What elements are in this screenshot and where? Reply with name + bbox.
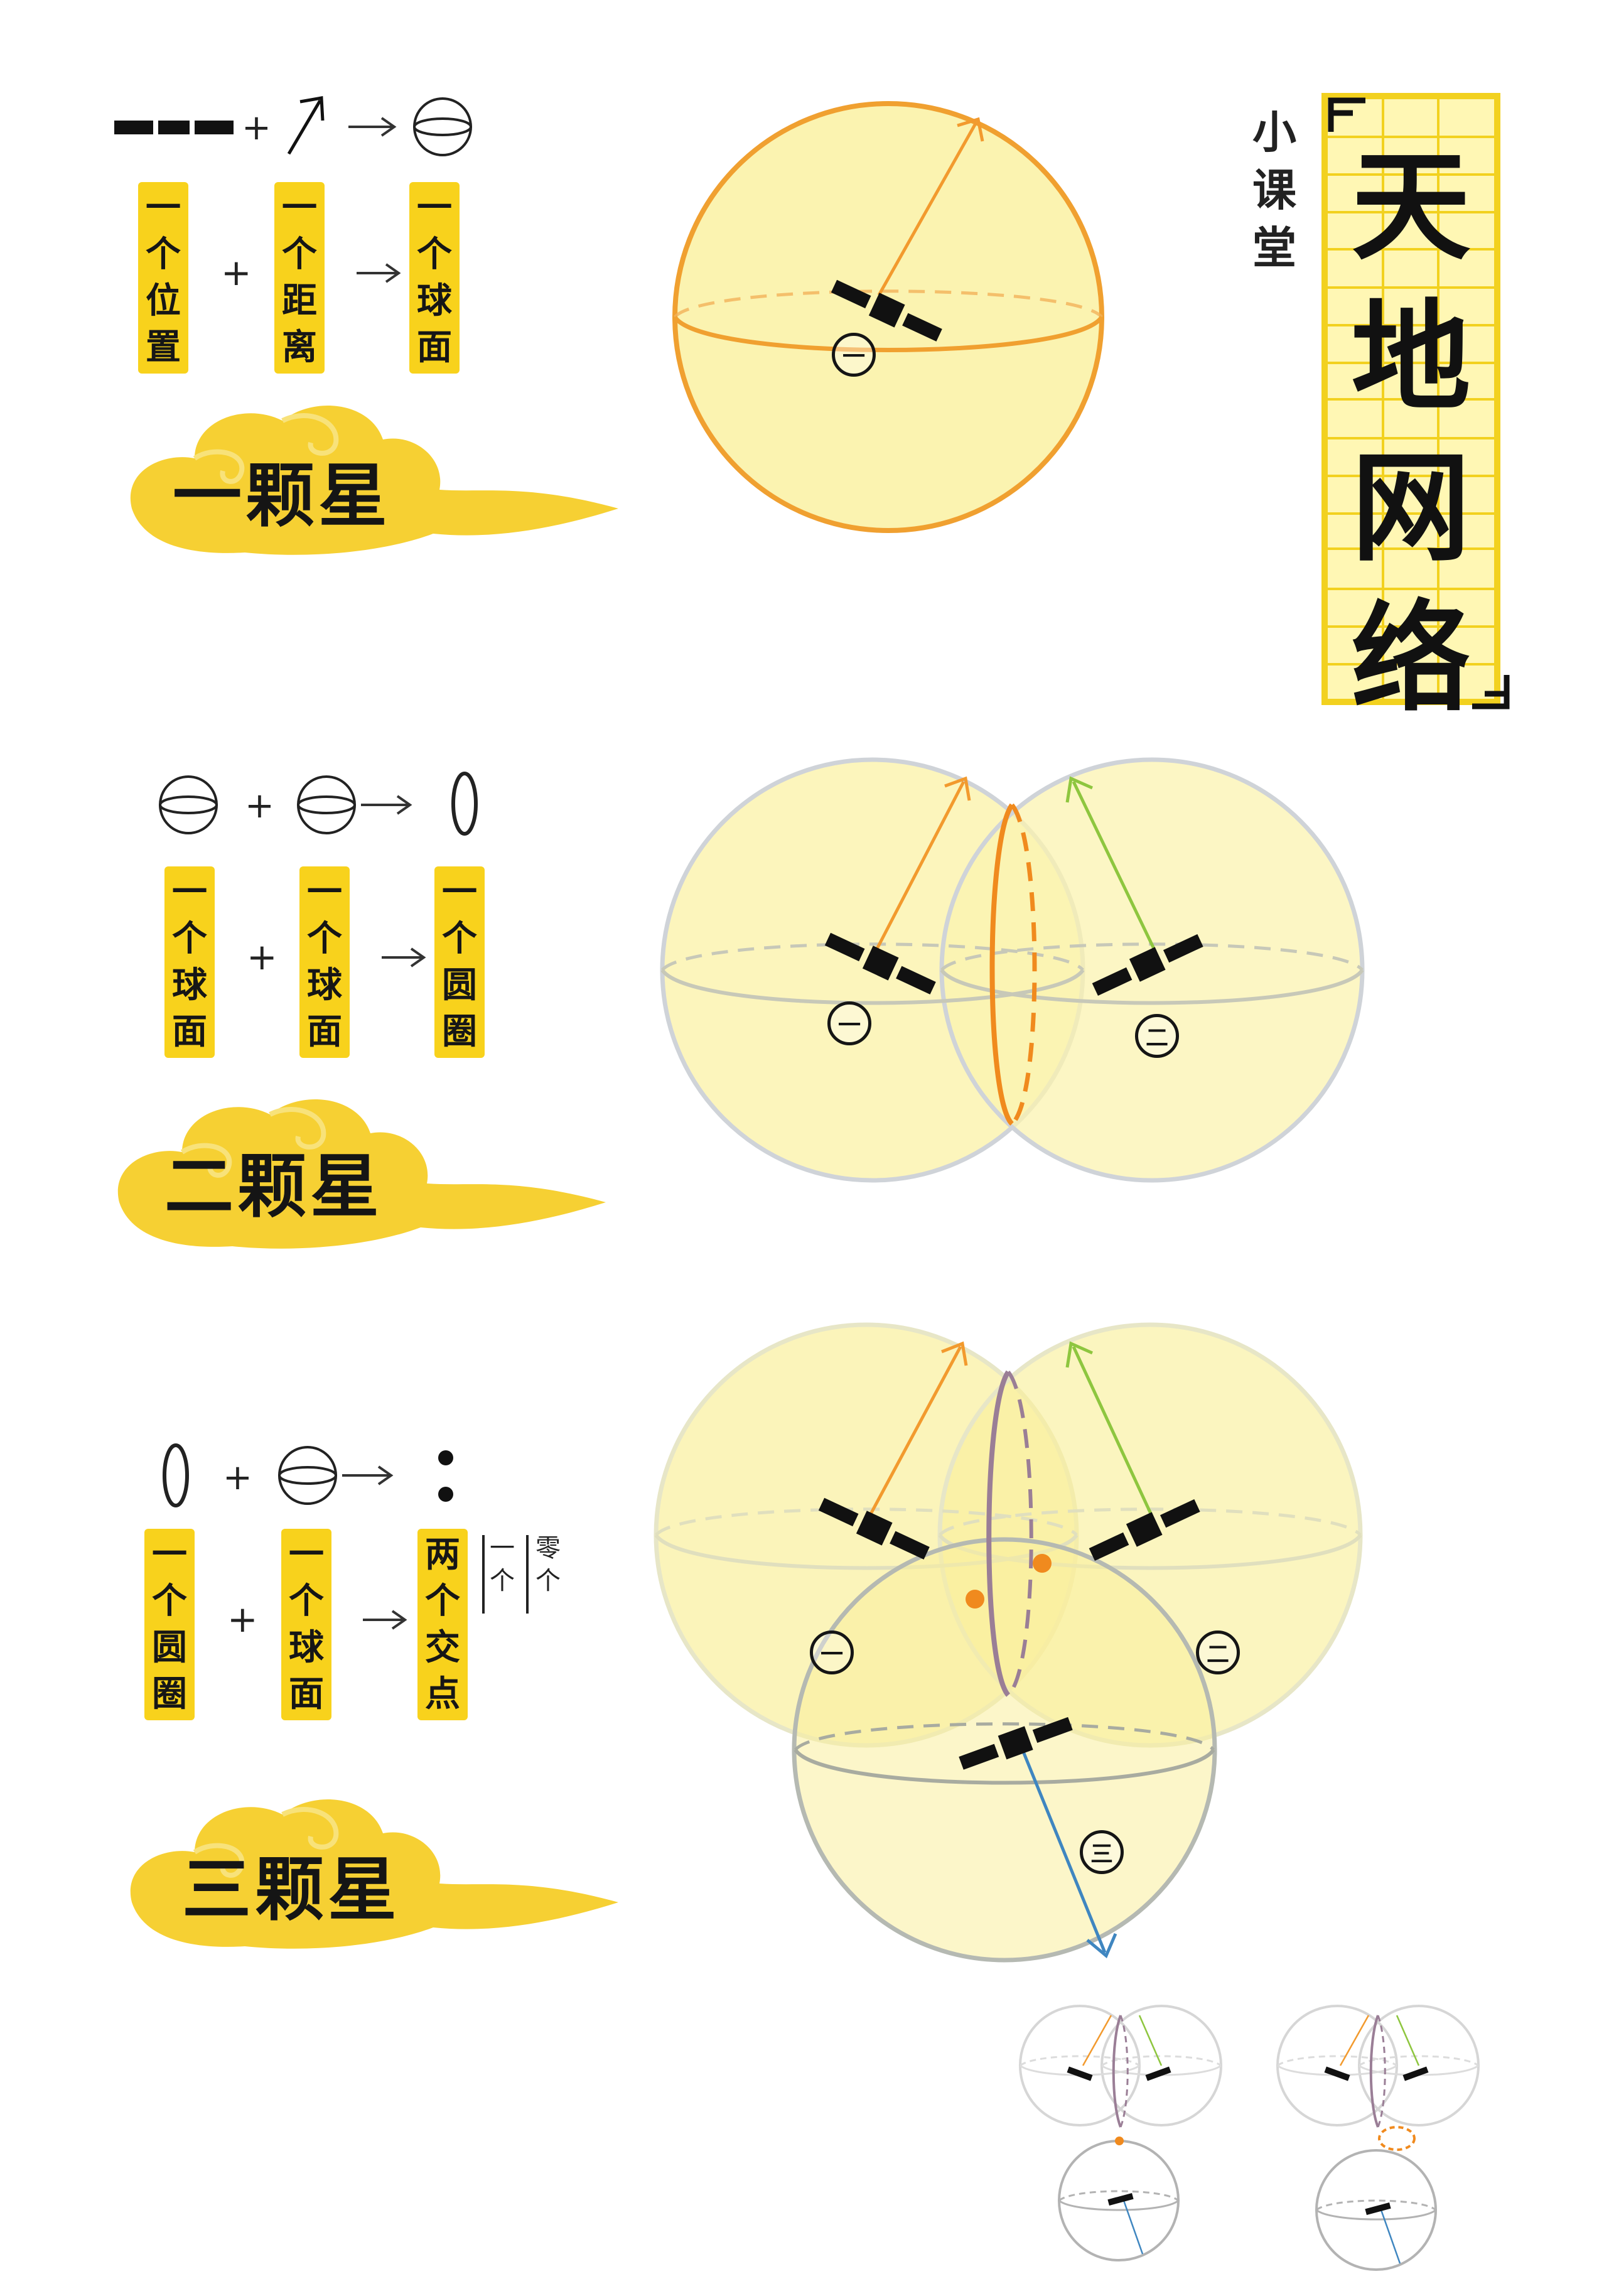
title-brackets (1328, 97, 1510, 709)
title-grid-box (1321, 93, 1500, 705)
plus-sign: + (227, 1598, 258, 1641)
formula-icons-2: + (159, 772, 478, 836)
cloud-icon (117, 1099, 606, 1249)
sphere-diagram-3 (654, 1322, 1363, 1963)
radius-arrow-green (1072, 780, 1157, 952)
radius-arrow (877, 121, 978, 296)
tag-two-points: 两个交点 (417, 1529, 468, 1720)
satellite-icon (114, 121, 234, 134)
arrow-icon (342, 1465, 394, 1485)
arrow-icon (363, 1610, 407, 1630)
subtitle-char: 堂 (1252, 222, 1296, 274)
satellite-badge-one: 一 (832, 333, 876, 377)
section-heading-2: 二颗星 (164, 1146, 383, 1227)
cloud-icon (130, 406, 618, 555)
equator-back (674, 289, 1103, 318)
intersection-point (1033, 1554, 1052, 1573)
sphere-icon (159, 775, 218, 834)
tag-position: 一个位置 (138, 182, 188, 374)
satellite-icon (1092, 934, 1203, 996)
sphere-diagram-2 (660, 757, 1365, 1183)
plus-sign: + (247, 935, 277, 978)
title-char: 地 (1351, 287, 1471, 427)
thumbnail-one-point (1019, 2005, 1222, 2261)
intersection-circle-back (1006, 1371, 1033, 1697)
intersection-point (966, 1590, 984, 1609)
thumbnail-zero-point (1276, 2005, 1480, 2271)
svg-text:+: + (223, 1457, 252, 1498)
radius-arrow-green (1072, 1345, 1154, 1517)
intersection-circle-front (986, 1370, 1011, 1697)
radius-arrow-orange (868, 1345, 962, 1517)
satellite-icon (959, 1717, 1073, 1770)
satellite-icon (1089, 1499, 1200, 1561)
dots-icon (438, 1450, 453, 1502)
arrow-icon (287, 96, 325, 155)
plus-sign: + (221, 251, 252, 294)
section-heading-1: 一颗星 (173, 455, 391, 536)
sphere-icon (278, 1446, 337, 1505)
formula-icons-3: + (163, 1443, 453, 1507)
satellite-icon (824, 932, 936, 994)
tag-sphere: 一个球面 (164, 866, 215, 1058)
title-char: 天 (1351, 136, 1471, 276)
note-one: 一个 (490, 1534, 515, 1595)
equator-back (661, 942, 1084, 971)
satellite-icon (831, 279, 942, 342)
ellipse-icon (451, 772, 478, 836)
tag-circle: 一个圆圈 (434, 866, 485, 1058)
arrow-icon (361, 795, 412, 815)
subtitle-char: 小 (1252, 107, 1296, 158)
equator-front (673, 315, 1104, 352)
tag-sphere: 一个球面 (281, 1529, 331, 1720)
equator-front (660, 969, 1085, 1005)
intersection-circle-front (989, 803, 1014, 1126)
formula-icons-1: + (114, 96, 472, 156)
equator-back (794, 1722, 1215, 1751)
title-char: 网 (1351, 438, 1471, 578)
section-heading-3: 三颗星 (182, 1849, 401, 1930)
radius-arrow-orange (874, 780, 966, 952)
note-zero: 零个 (535, 1534, 561, 1595)
sphere-icon (297, 775, 356, 834)
cloud-icon (130, 1799, 618, 1949)
radius-arrow-blue (1021, 1751, 1107, 1953)
tag-circle: 一个圆圈 (144, 1529, 195, 1720)
tag-sphere: 一个球面 (299, 866, 350, 1058)
arrow-icon (348, 117, 397, 137)
subtitle-char: 课 (1252, 164, 1296, 216)
subtitle-vertical: 小 课 堂 (1249, 104, 1300, 277)
svg-text:+: + (242, 107, 271, 148)
satellite-badge-two: 二 (1196, 1630, 1240, 1674)
svg-text:+: + (245, 785, 274, 826)
satellite-badge-three: 三 (1080, 1830, 1124, 1874)
tag-distance: 一个距离 (274, 182, 325, 374)
satellite-badge-one: 一 (827, 1001, 871, 1045)
tag-sphere: 一个球面 (409, 182, 460, 374)
intersection-circle-back (1010, 803, 1037, 1126)
ellipse-icon (163, 1443, 189, 1507)
title-grid-lines (1328, 99, 1494, 699)
arrow-icon (382, 947, 426, 967)
sphere-diagram-1 (672, 101, 1104, 533)
satellite-icon (818, 1497, 930, 1560)
equator-back (655, 1507, 1078, 1536)
sphere-icon (413, 97, 472, 156)
note-dividers (482, 1535, 529, 1614)
equator-front (794, 1749, 1215, 1785)
arrow-icon (357, 263, 401, 283)
satellite-badge-two: 二 (1135, 1014, 1179, 1058)
title-char: 络 (1351, 588, 1471, 728)
satellite-badge-one: 一 (810, 1630, 854, 1674)
equator-front (940, 969, 1364, 1005)
